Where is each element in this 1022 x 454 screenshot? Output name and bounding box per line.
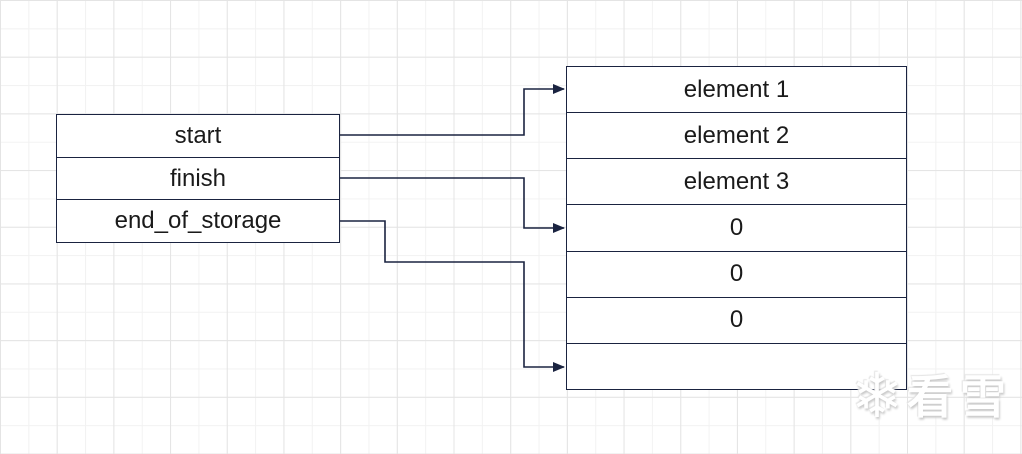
watermark: ❄ 看雪 (851, 366, 1013, 428)
snowflake-icon: ❄ (851, 362, 903, 431)
memory-slot-1: element 1 (567, 67, 906, 112)
memory-slot-5: 0 (567, 250, 906, 297)
connector-finish-arrow (340, 177, 565, 233)
pointer-row-finish-label: finish (169, 164, 227, 192)
pointer-row-end-of-storage: end_of_storage (57, 199, 339, 242)
pointer-table: start finish end_of_storage (56, 114, 340, 243)
memory-table: element 1 element 2 element 3 0 0 0 (566, 66, 907, 390)
memory-slot-5-label: 0 (729, 260, 744, 288)
memory-slot-2: element 2 (567, 112, 906, 158)
connector-end-of-storage-arrow (340, 220, 565, 372)
memory-slot-4: 0 (567, 204, 906, 250)
memory-slot-4-label: 0 (729, 213, 744, 241)
memory-slot-6: 0 (567, 296, 906, 343)
memory-slot-7 (567, 342, 906, 389)
pointer-row-finish: finish (57, 156, 339, 200)
pointer-row-end-of-storage-label: end_of_storage (114, 207, 282, 235)
memory-slot-1-label: element 1 (683, 75, 790, 103)
memory-slot-3-label: element 3 (683, 167, 790, 195)
connector-start-arrow (340, 84, 565, 136)
pointer-row-start: start (57, 115, 339, 157)
memory-slot-2-label: element 2 (683, 121, 790, 149)
pointer-row-start-label: start (174, 121, 222, 149)
memory-slot-6-label: 0 (729, 306, 744, 334)
memory-slot-3: element 3 (567, 158, 906, 204)
watermark-text: 看雪 (906, 371, 1013, 423)
